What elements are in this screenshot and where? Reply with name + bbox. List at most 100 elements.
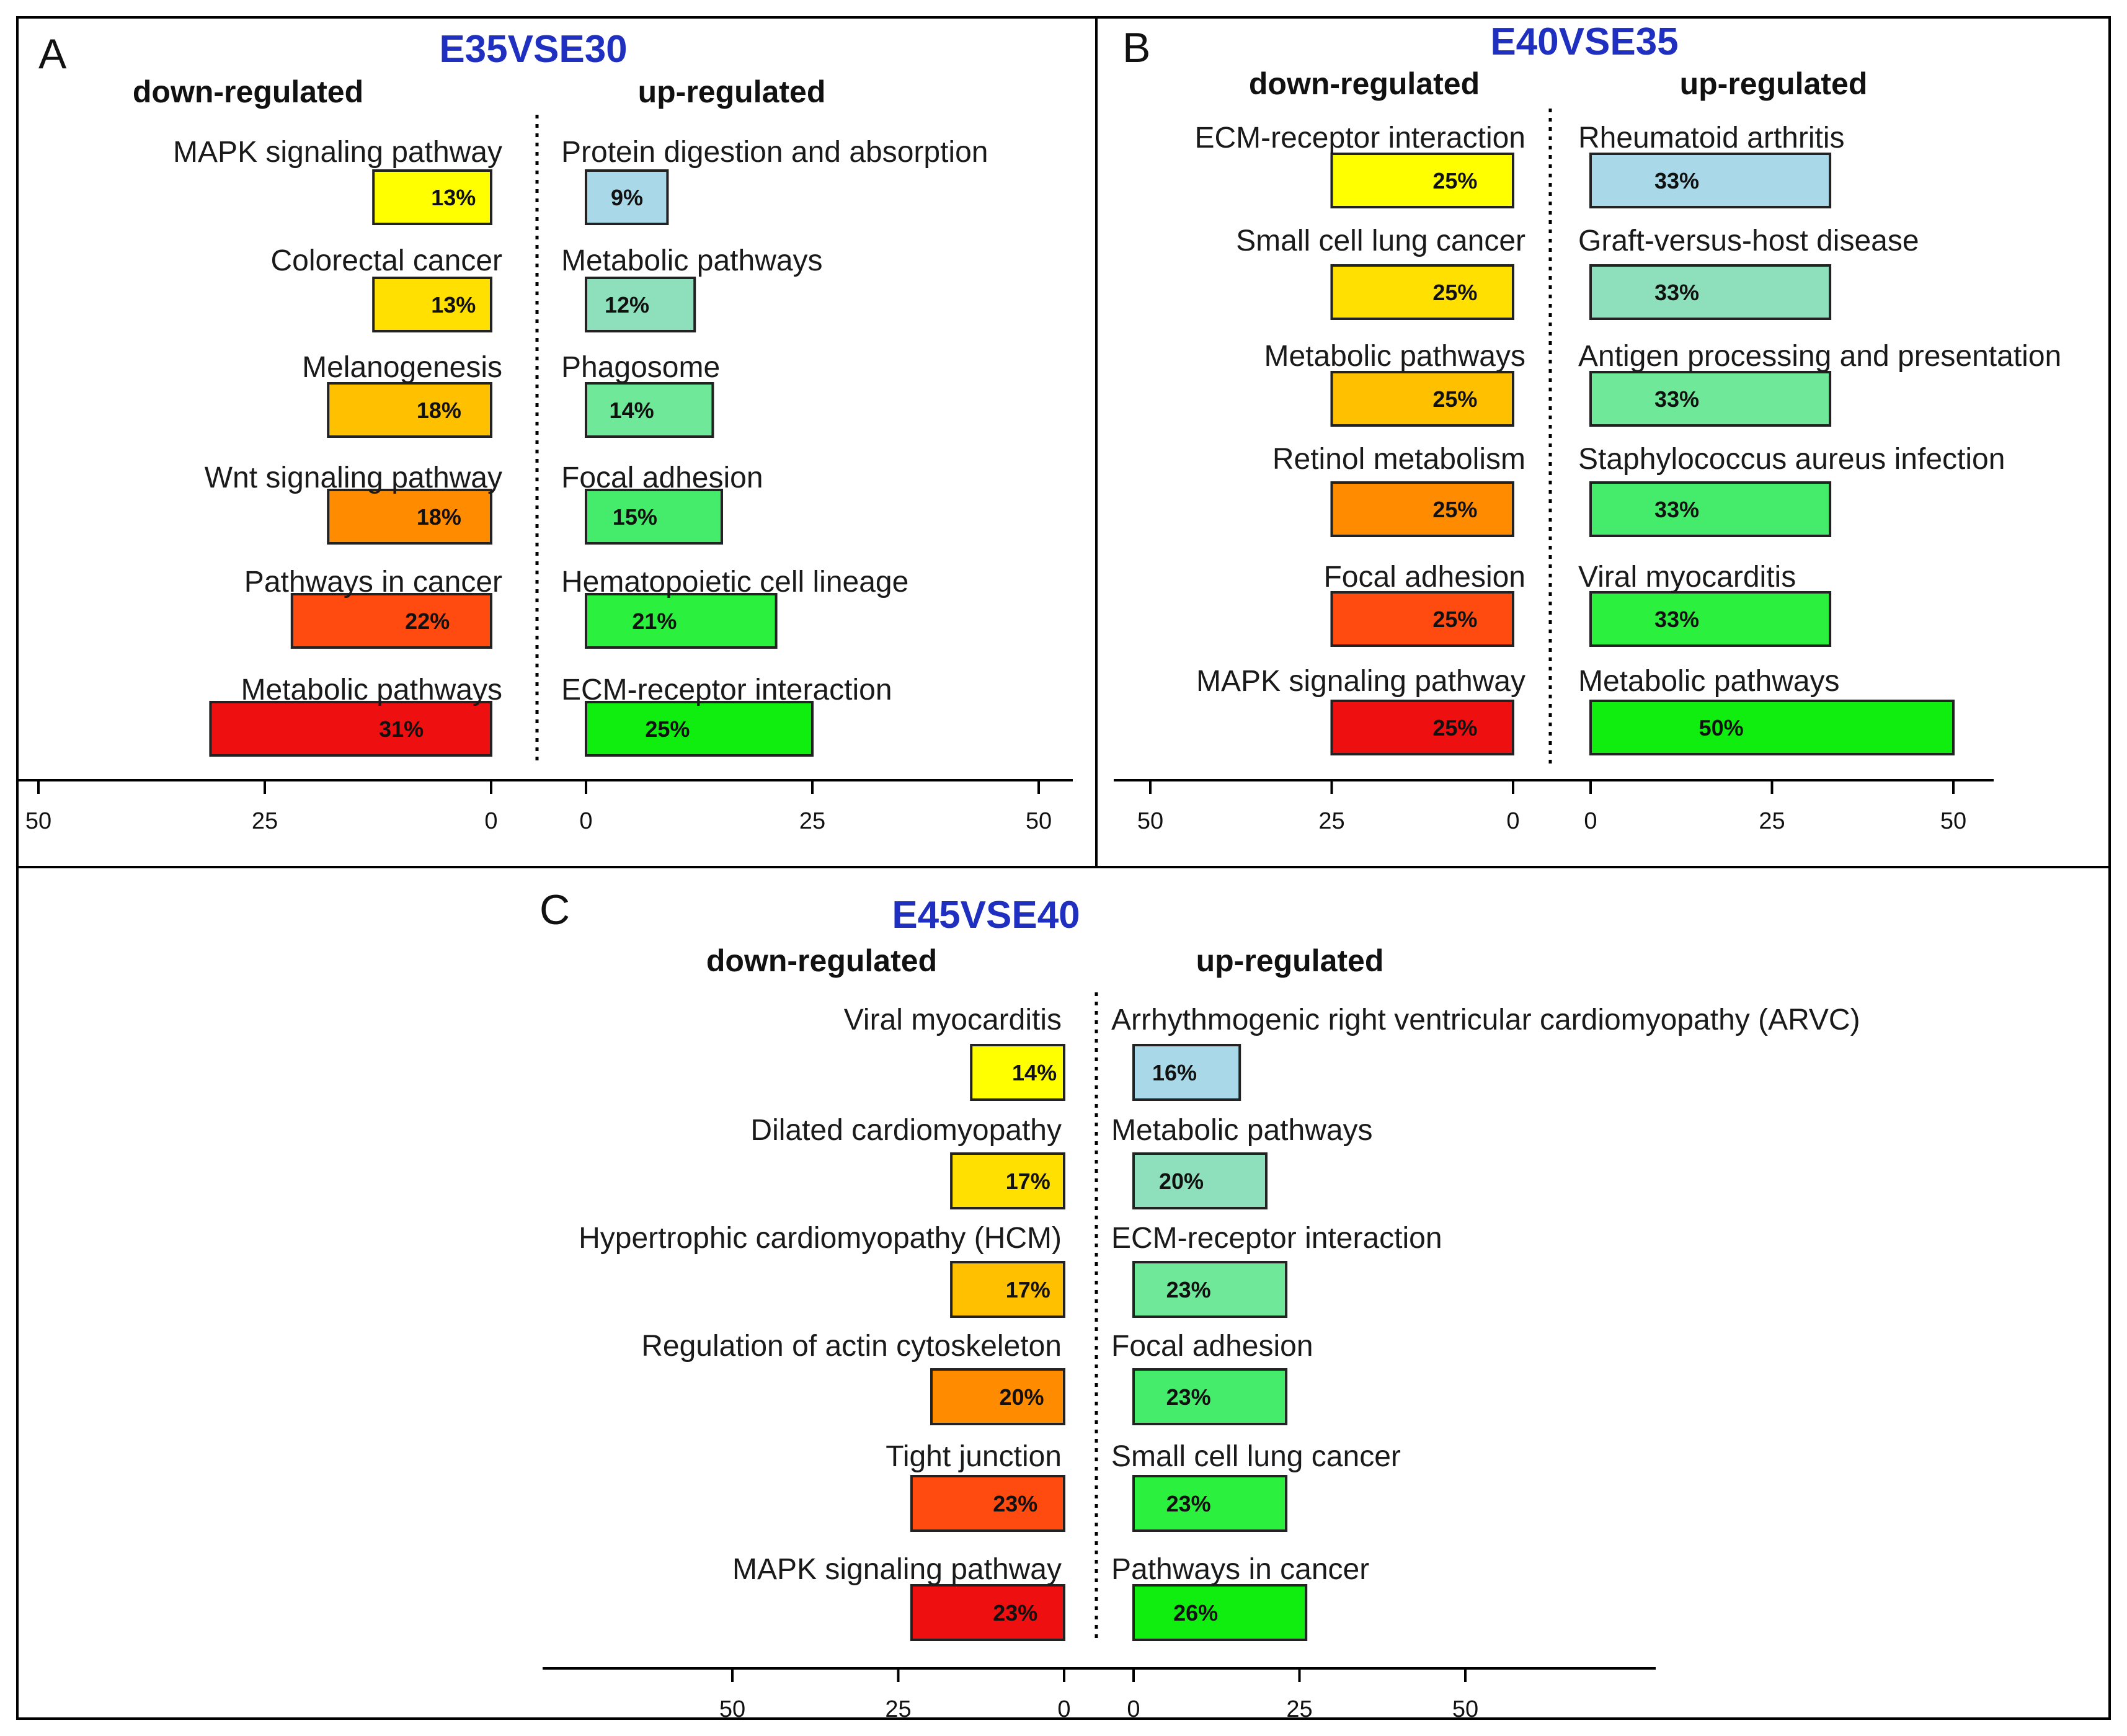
bar-value-label: 25% xyxy=(1432,607,1477,632)
bar-down xyxy=(1330,371,1514,427)
bar-value-label: 23% xyxy=(993,1600,1037,1626)
bar-value-label: 33% xyxy=(1654,386,1699,412)
x-axis-tick-label: 25 xyxy=(1759,808,1785,834)
category-label-up: Protein digestion and absorption xyxy=(561,136,988,169)
bar-up xyxy=(1589,153,1832,208)
category-label-down: Wnt signaling pathway xyxy=(205,461,502,494)
up-regulated-header: up-regulated xyxy=(1680,66,1868,101)
bar-down xyxy=(950,1261,1065,1318)
category-label-down: Small cell lung cancer xyxy=(1236,225,1525,257)
category-label-up: Metabolic pathways xyxy=(1111,1114,1373,1147)
bar-value-label: 9% xyxy=(611,185,643,210)
bar-value-label: 15% xyxy=(613,504,657,530)
category-label-down: Pathways in cancer xyxy=(244,566,502,599)
bar-value-label: 33% xyxy=(1654,280,1699,305)
bar-up xyxy=(585,593,778,649)
category-label-up: Staphylococcus aureus infection xyxy=(1578,443,2005,476)
panel-letter: B xyxy=(1122,24,1150,71)
bar-value-label: 23% xyxy=(993,1491,1037,1516)
x-axis-tick-label: 50 xyxy=(25,808,51,834)
bar-value-label: 20% xyxy=(999,1384,1044,1410)
x-axis-tick-label: 50 xyxy=(1940,808,1966,834)
bar-value-label: 18% xyxy=(417,504,461,530)
bar-value-label: 13% xyxy=(431,185,476,210)
category-label-down: MAPK signaling pathway xyxy=(732,1553,1062,1586)
panel-letter: A xyxy=(38,30,67,78)
bar-value-label: 25% xyxy=(645,716,690,742)
bar-down xyxy=(1330,153,1514,208)
bar-down xyxy=(372,169,493,225)
x-axis-tick-label: 25 xyxy=(885,1696,911,1722)
bar-down xyxy=(1330,700,1514,755)
bar-value-label: 25% xyxy=(1432,497,1477,522)
bar-value-label: 50% xyxy=(1699,715,1744,741)
down-regulated-header: down-regulated xyxy=(133,74,363,109)
panel-letter: C xyxy=(540,886,570,933)
bar-value-label: 18% xyxy=(417,398,461,423)
bar-value-label: 12% xyxy=(605,292,649,318)
bar-value-label: 23% xyxy=(1166,1491,1211,1516)
category-label-up: Arrhythmogenic right ventricular cardiom… xyxy=(1111,1004,1860,1036)
bar-value-label: 20% xyxy=(1159,1168,1204,1194)
category-label-up: ECM-receptor interaction xyxy=(1111,1222,1442,1255)
x-axis-tick-label: 0 xyxy=(1127,1696,1140,1722)
bar-value-label: 25% xyxy=(1432,386,1477,412)
bar-down xyxy=(1330,481,1514,537)
bar-value-label: 17% xyxy=(1006,1168,1050,1194)
x-axis-tick-label: 0 xyxy=(1584,808,1597,834)
bar-value-label: 25% xyxy=(1432,168,1477,194)
bar-up xyxy=(585,701,814,757)
x-axis-tick-label: 0 xyxy=(484,808,497,834)
category-label-up: Focal adhesion xyxy=(1111,1330,1313,1363)
bar-down xyxy=(327,382,492,438)
bar-value-label: 26% xyxy=(1173,1600,1218,1626)
category-label-down: Focal adhesion xyxy=(1323,561,1525,594)
bar-up xyxy=(1132,1044,1241,1101)
bar-down xyxy=(970,1044,1065,1101)
bar-value-label: 31% xyxy=(379,716,424,742)
category-label-down: Hypertrophic cardiomyopathy (HCM) xyxy=(579,1222,1062,1255)
x-axis-tick-label: 25 xyxy=(799,808,825,834)
category-label-up: Metabolic pathways xyxy=(561,244,823,277)
bar-down xyxy=(910,1584,1066,1641)
panel-title: E45VSE40 xyxy=(892,894,1080,937)
category-label-up: Hematopoietic cell lineage xyxy=(561,566,908,599)
bar-down xyxy=(290,593,492,649)
x-axis-tick-label: 0 xyxy=(1506,808,1519,834)
category-label-up: Pathways in cancer xyxy=(1111,1553,1369,1586)
bar-value-label: 16% xyxy=(1152,1060,1197,1085)
bar-up xyxy=(585,169,669,225)
bar-up xyxy=(1132,1584,1308,1641)
down-regulated-header: down-regulated xyxy=(1249,66,1480,101)
bar-value-label: 23% xyxy=(1166,1384,1211,1410)
bar-up xyxy=(1589,371,1832,427)
bar-up xyxy=(585,489,723,545)
bar-value-label: 25% xyxy=(1432,715,1477,741)
bar-down xyxy=(950,1152,1065,1209)
category-label-up: Focal adhesion xyxy=(561,461,763,494)
bar-value-label: 14% xyxy=(1012,1060,1057,1085)
up-regulated-header: up-regulated xyxy=(638,74,826,109)
category-label-up: Metabolic pathways xyxy=(1578,665,1840,698)
bar-up xyxy=(1132,1475,1288,1532)
panel-title: E35VSE30 xyxy=(439,28,627,71)
category-label-down: Retinol metabolism xyxy=(1272,443,1525,476)
bar-down xyxy=(327,489,492,545)
up-regulated-header: up-regulated xyxy=(1196,943,1384,978)
panel-c: C E45VSE40 down-regulated up-regulated 14% Vi… xyxy=(540,886,1860,1722)
category-label-down: MAPK signaling pathway xyxy=(1196,665,1525,698)
x-axis-tick-label: 25 xyxy=(1286,1696,1312,1722)
category-label-up: Phagosome xyxy=(561,351,720,384)
bar-up xyxy=(1589,700,1955,755)
bar-down xyxy=(372,277,493,332)
category-label-down: Viral myocarditis xyxy=(844,1004,1062,1036)
category-label-down: Melanogenesis xyxy=(302,351,502,384)
bar-up xyxy=(1589,264,1832,320)
category-label-up: Small cell lung cancer xyxy=(1111,1440,1401,1473)
category-label-down: Metabolic pathways xyxy=(241,674,502,706)
down-regulated-header: down-regulated xyxy=(706,943,937,978)
category-label-down: MAPK signaling pathway xyxy=(173,136,502,169)
bar-up xyxy=(1132,1261,1288,1318)
